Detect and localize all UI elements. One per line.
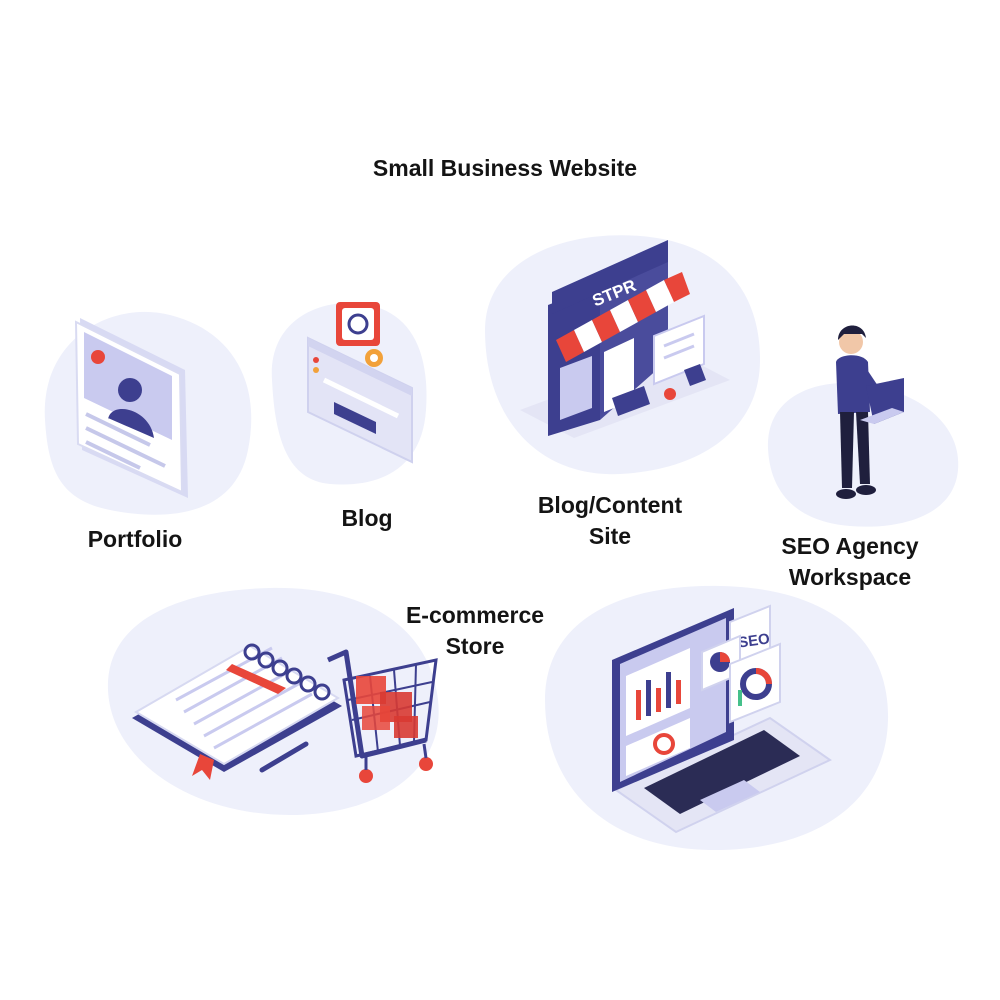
label-ecommerce-line-2: Store [445, 633, 505, 659]
label-seo-agency-line-2: Workspace [788, 564, 912, 590]
label-content-site-line-1: Blog/Content [537, 492, 683, 518]
notebook-icon [132, 643, 342, 780]
label-seo-agency: SEO Agency Workspace [740, 531, 960, 593]
laptop-dashboard-icon: SEO [612, 604, 832, 834]
storefront-icon: STPR [520, 240, 730, 438]
label-blog: Blog [307, 503, 427, 534]
page-title: Small Business Website [372, 155, 638, 181]
label-content-site: Blog/Content Site [500, 490, 720, 552]
label-portfolio: Portfolio [50, 524, 220, 555]
portfolio-card-icon [74, 318, 188, 498]
label-seo-agency-line-1: SEO Agency [781, 533, 919, 559]
blog-window-icon [307, 302, 413, 464]
screen-badge-text: SEO [737, 630, 771, 651]
label-content-site-line-2: Site [588, 523, 632, 549]
label-blog-line-1: Blog [341, 505, 393, 531]
label-ecommerce-line-1: E-commerce [405, 602, 545, 628]
label-portfolio-line-1: Portfolio [87, 526, 183, 552]
person-with-laptop-icon [836, 325, 904, 499]
label-ecommerce: E-commerce Store [370, 600, 580, 662]
shopping-cart-icon [326, 649, 438, 783]
